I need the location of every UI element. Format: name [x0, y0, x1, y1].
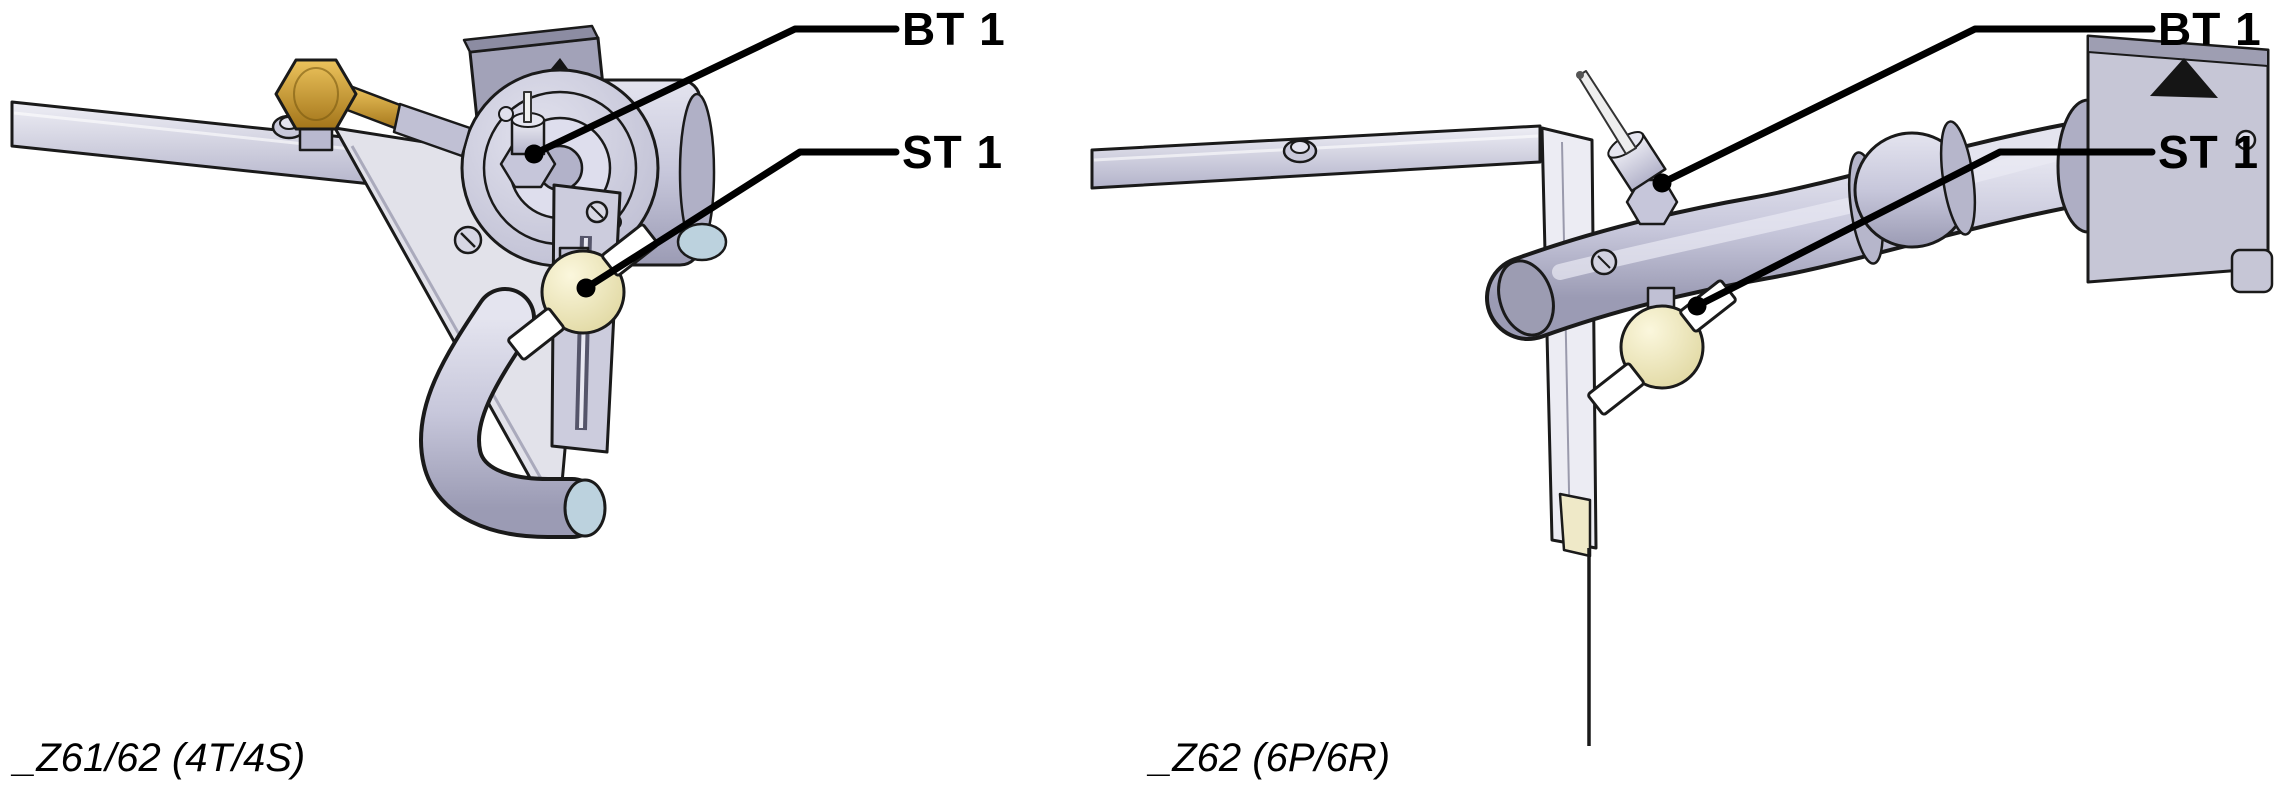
face-bolt	[498, 106, 514, 122]
leader-lines	[524, 25, 2156, 316]
sensor-pin	[1577, 70, 1637, 155]
bracket-screw-slot	[460, 232, 476, 248]
callout-label-bt1-left: BT 1	[902, 3, 1006, 55]
caption-right: _Z62 (6P/6R)	[1150, 736, 1391, 780]
leader-line-st1-right	[1693, 148, 2156, 310]
vertical-panel	[1540, 126, 1598, 746]
flange-top-edge	[2087, 35, 2269, 67]
valve-st1-left	[507, 223, 659, 361]
air-fitting-cap	[676, 222, 728, 262]
brass-fitting	[274, 58, 472, 158]
leader-dot-st1-right	[1687, 296, 1707, 316]
elbow-pipe	[418, 287, 607, 539]
callout-label-bt1-right: BT 1	[2158, 3, 2262, 55]
pipe-open-end	[1497, 259, 1555, 337]
leader-dot-bt1-left	[524, 144, 544, 164]
arm-screw-slot	[590, 205, 604, 219]
callout-label-st1-left: ST 1	[902, 126, 1004, 178]
mounting-plate-right	[1090, 124, 1542, 190]
leader-dot-st1-left	[576, 278, 596, 298]
brass-hex-shading	[293, 67, 339, 121]
sensor-pin-tip	[1576, 71, 1584, 79]
vertical-panel-plate	[1540, 126, 1598, 550]
leader-line-st1-left	[582, 148, 900, 292]
panel-fold-line	[1561, 141, 1571, 541]
caption-left: _Z61/62 (4T/4S)	[14, 736, 306, 780]
flange-plate	[2056, 34, 2274, 294]
elbow-pipe-body	[422, 291, 599, 535]
actuator-box-top	[462, 24, 600, 54]
leader-line-bt1-left	[530, 25, 900, 158]
valve-tab-lower	[1587, 362, 1645, 416]
panel-tab	[1558, 492, 1592, 558]
callout-label-st1-right: ST 1	[2158, 126, 2260, 178]
flange-tab	[2230, 248, 2274, 294]
leader-line-bt1-right	[1658, 25, 2156, 187]
valve-tab-lower	[507, 307, 565, 361]
flange-hole	[2235, 129, 2257, 151]
brass-hex-nut	[274, 58, 358, 131]
panel-right-illustration	[1090, 34, 2274, 746]
leader-dot-bt1-right	[1652, 173, 1672, 193]
pipe-screw-slot	[1597, 255, 1611, 269]
valve-ball	[1619, 304, 1705, 390]
pipe-end-cap	[563, 478, 607, 538]
panel-left-illustration	[10, 24, 728, 539]
plate-bolt-head	[1290, 140, 1310, 154]
fitting-adapter	[392, 102, 472, 158]
sensor-pin	[523, 91, 532, 123]
valve-tab-upper	[601, 223, 659, 277]
manifold-pipe	[1485, 119, 2131, 341]
bracket-fold-line	[350, 145, 558, 506]
triangle-logo-icon	[2150, 58, 2218, 98]
